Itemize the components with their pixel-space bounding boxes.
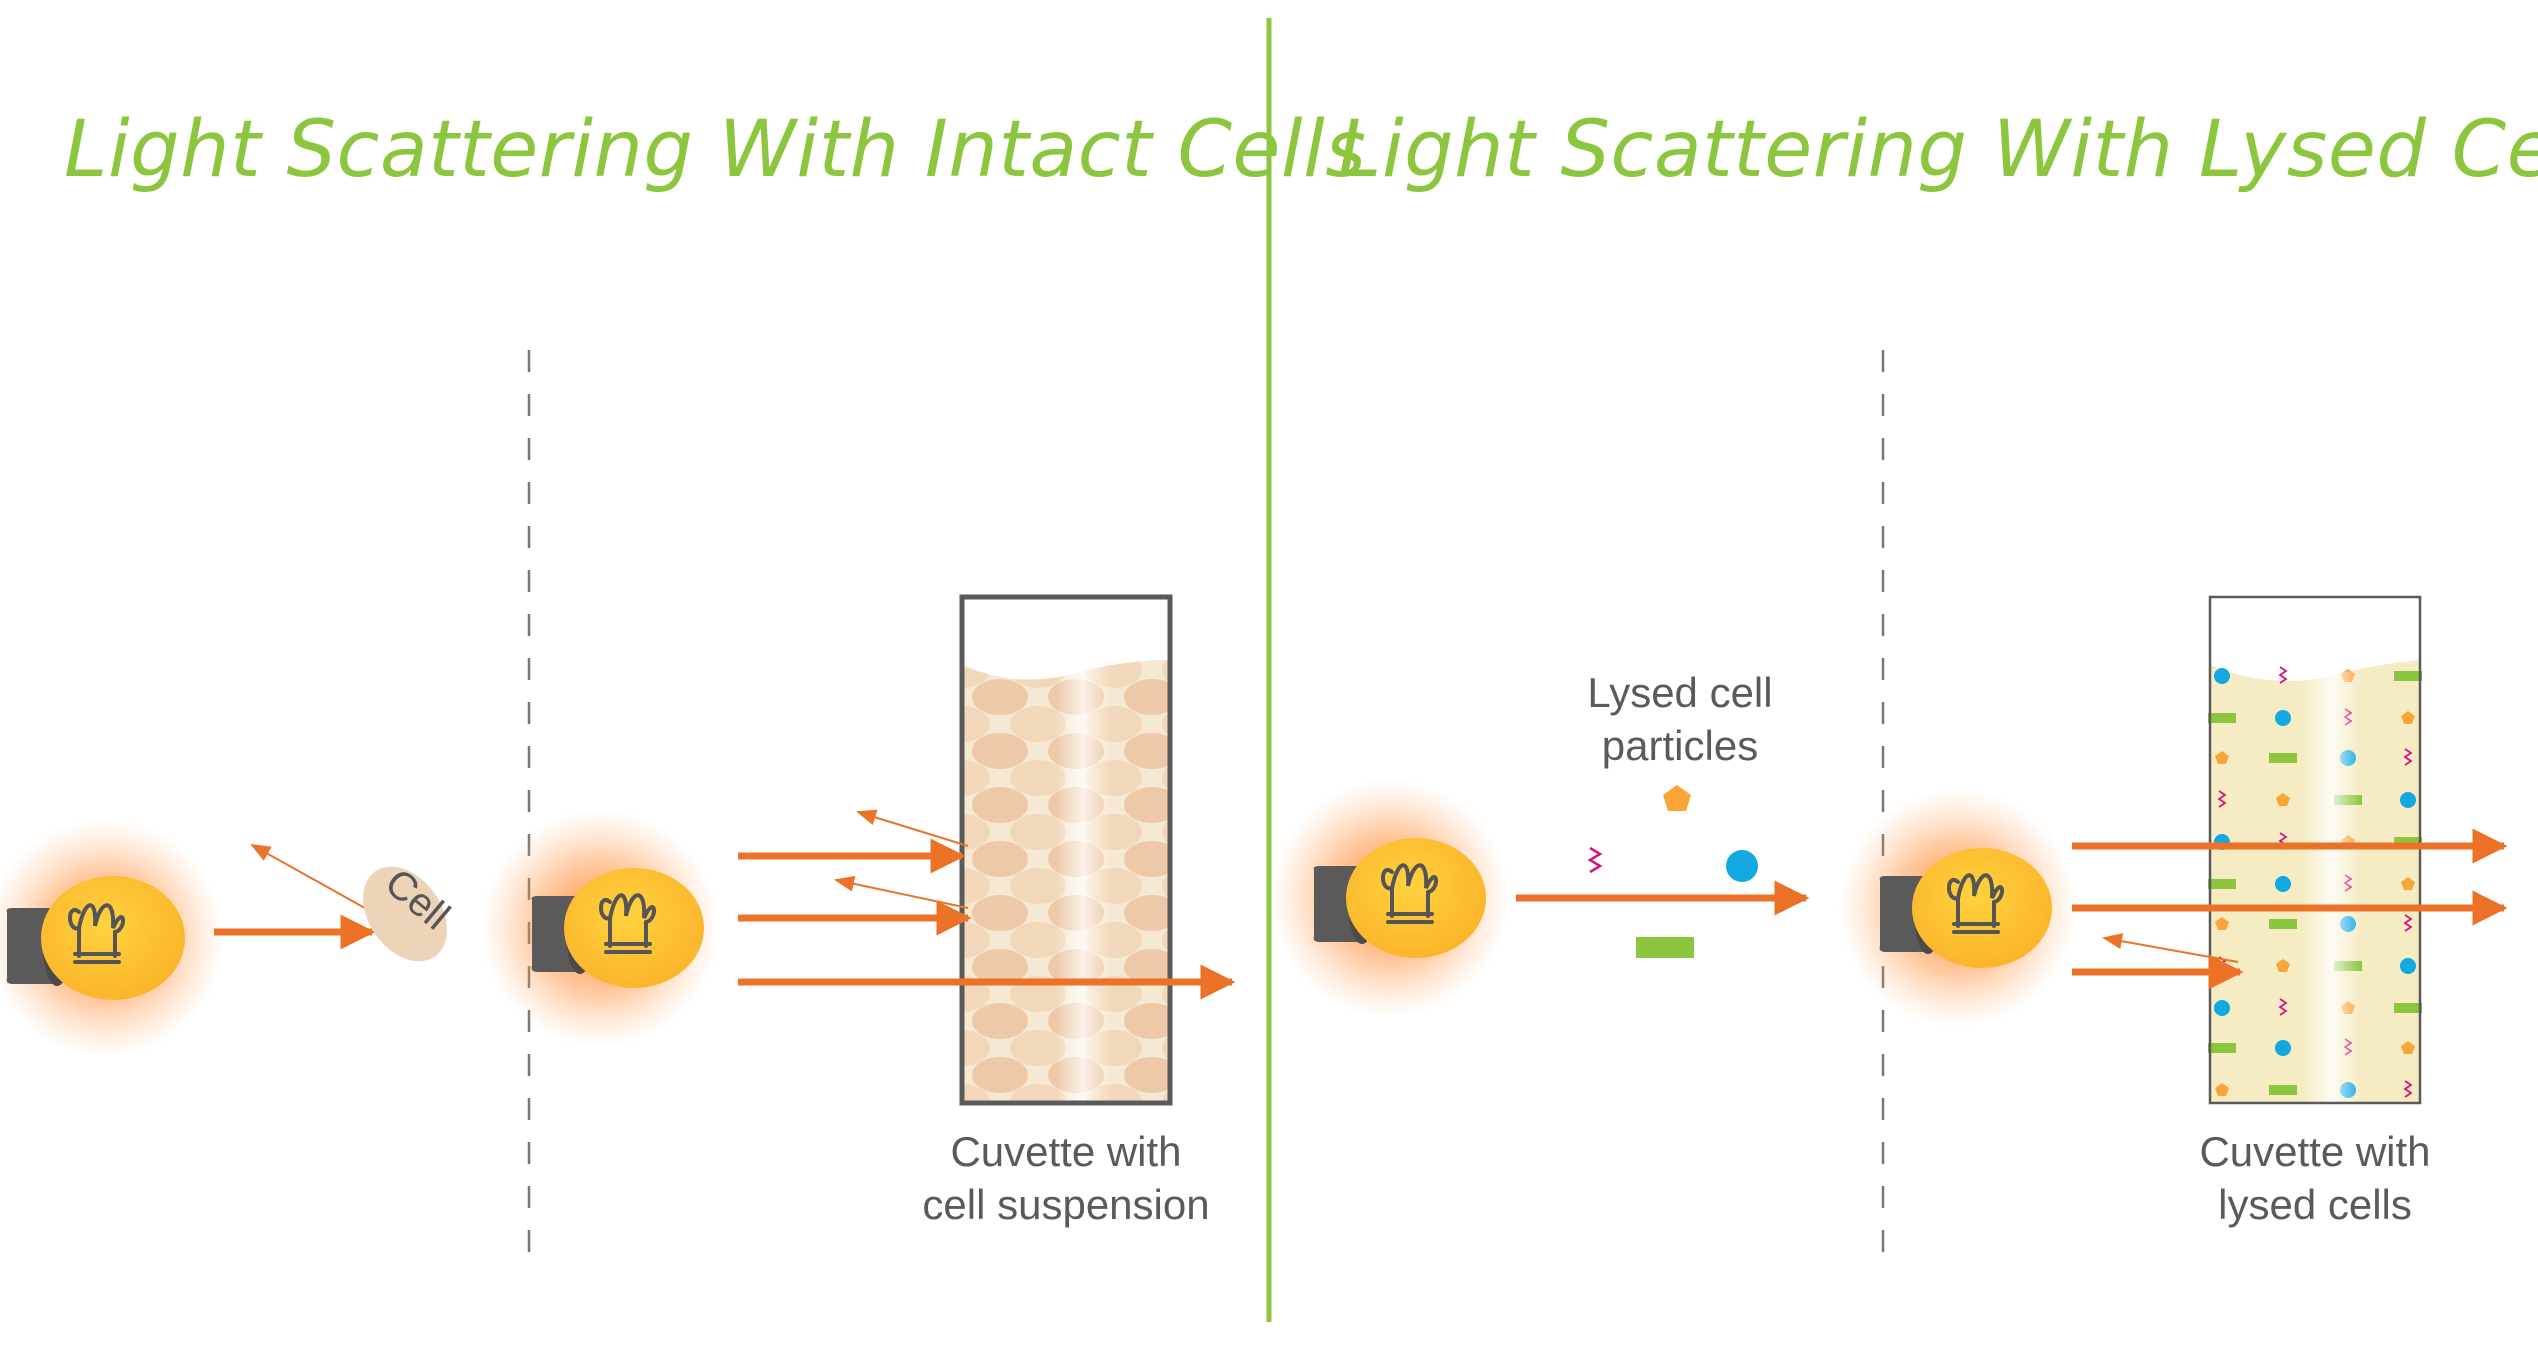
- light-bulb-icon: [1270, 778, 1510, 1018]
- particles-caption-line-1: Lysed cell: [1587, 669, 1773, 716]
- scattered-light-arrow: [856, 809, 969, 847]
- scattered-light-arrow: [834, 875, 969, 909]
- cuvette-icon: [2208, 595, 2422, 1105]
- left-panel-title: Light Scattering With Intact Cells: [64, 105, 1367, 195]
- left-cuvette-caption-line-2: cell suspension: [922, 1181, 1210, 1228]
- cuvette-icon: [959, 594, 1173, 1106]
- right-cuvette-caption-line-1: Cuvette with: [2199, 1128, 2431, 1175]
- cuvette-particle: [2278, 666, 2288, 684]
- right-panel-title: Light Scattering With Lysed Cells: [1338, 105, 2538, 195]
- left-cuvette-caption-line-1: Cuvette with: [950, 1128, 1182, 1175]
- lysed-particles: [1587, 785, 1758, 958]
- right-cuvette-caption: Cuvette with lysed cells: [2115, 1125, 2515, 1231]
- left-cuvette-caption: Cuvette with cell suspension: [866, 1125, 1266, 1231]
- scattered-light-arrow: [250, 844, 373, 913]
- light-bulb-icon: [0, 818, 225, 1058]
- particle-blue-dot: [1726, 850, 1758, 882]
- light-bulb-icon: [480, 808, 720, 1048]
- particles-caption: Lysed cell particles: [1480, 666, 1880, 772]
- right-cuvette-caption-line-2: lysed cells: [2218, 1181, 2412, 1228]
- particle-green-bar: [1636, 937, 1694, 958]
- particle-pentagon: [1663, 785, 1691, 811]
- scattered-light-arrow: [2102, 933, 2239, 963]
- particle-magenta-squiggle: [1587, 846, 1603, 874]
- light-bulb-icon: [1838, 788, 2078, 1028]
- cell-icon: Cell: [363, 860, 458, 962]
- particles-caption-line-2: particles: [1601, 722, 1759, 769]
